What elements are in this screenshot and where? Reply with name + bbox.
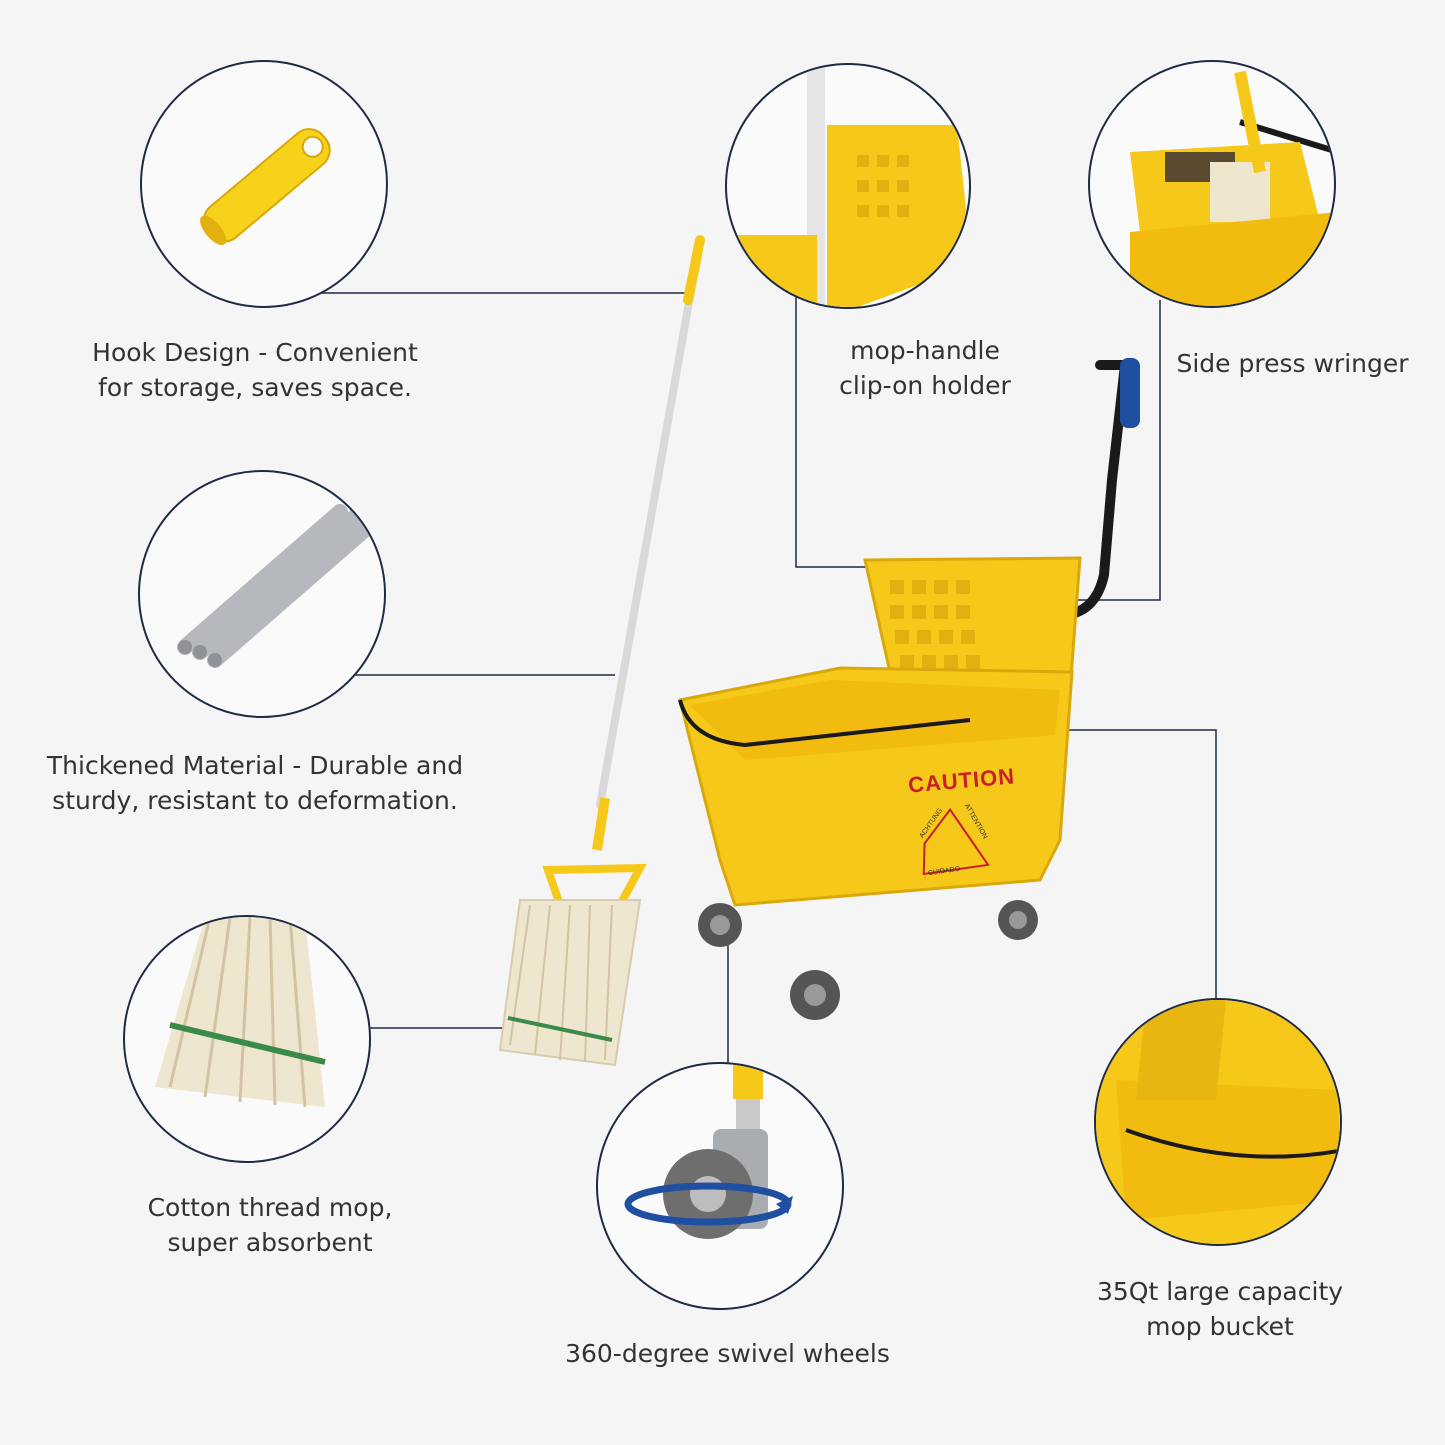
mop-head-icon (155, 917, 326, 1108)
clip-holder-icon (727, 65, 969, 307)
caption-side-press-wringer: Side press wringer (1176, 349, 1409, 378)
bucket-interior-closeup-circle (1094, 998, 1342, 1246)
caption-hook-design: Hook Design - Convenient for storage, sa… (92, 338, 418, 402)
swivel-wheel-closeup-circle (596, 1062, 844, 1310)
mop-head-closeup-circle (123, 915, 371, 1163)
pole-closeup-circle (138, 470, 386, 718)
clip-holder-closeup-circle (725, 63, 971, 309)
caption-clip-holder: mop-handle clip-on holder (839, 336, 1011, 400)
connector-clip (795, 295, 870, 568)
pole-sections-icon (177, 504, 378, 668)
hook-handle-icon (200, 128, 331, 246)
mop-bucket (678, 358, 1140, 1020)
caption-swivel-wheels: 360-degree swivel wheels (565, 1339, 890, 1368)
caption-cotton-mop: Cotton thread mop, super absorbent (147, 1193, 393, 1257)
connector-capacity (1000, 729, 1217, 1000)
caption-bucket-capacity: 35Qt large capacity mop bucket (1096, 1277, 1344, 1341)
wringer-closeup-circle (1088, 60, 1336, 308)
swivel-wheel-icon (624, 1064, 793, 1239)
mop (498, 235, 705, 1067)
caption-thickened-material: Thickened Material - Durable and sturdy,… (46, 751, 464, 815)
bucket-interior-icon (1096, 1000, 1340, 1244)
wringer-icon (1130, 70, 1334, 306)
hook-closeup-circle (140, 60, 388, 308)
